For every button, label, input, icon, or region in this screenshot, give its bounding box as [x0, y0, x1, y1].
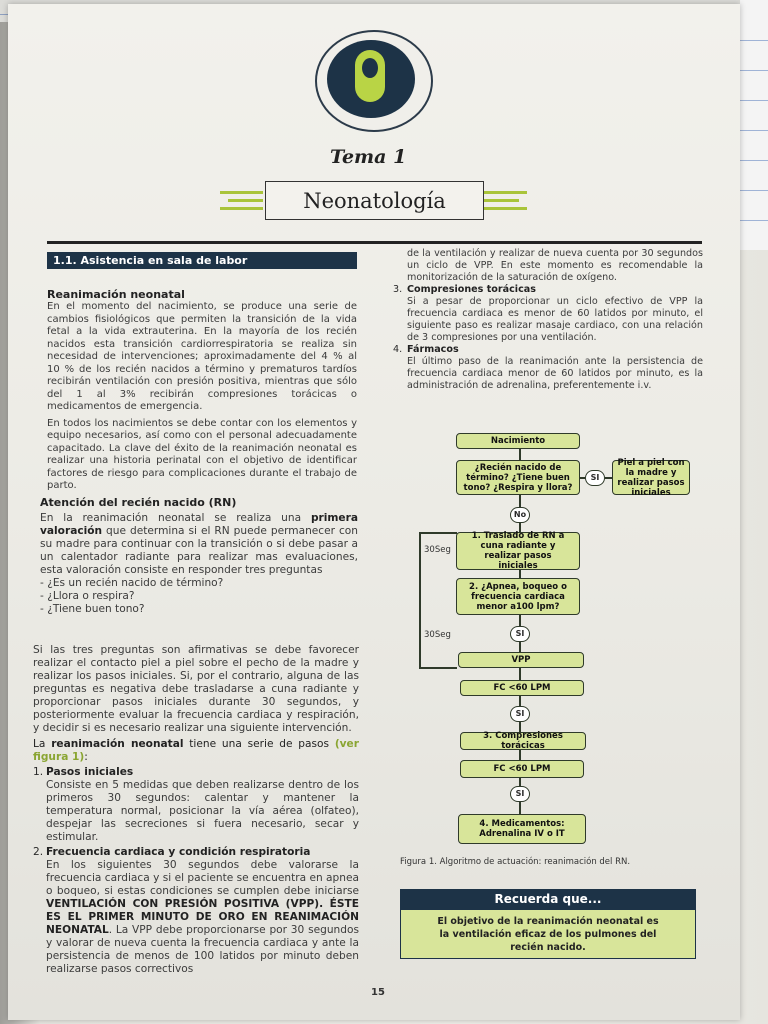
node-apnea: 2. ¿Apnea, boqueo o frecuencia cardiaca …	[456, 578, 580, 615]
header-rule	[47, 241, 702, 244]
section-heading: 1.1. Asistencia en sala de labor	[47, 252, 357, 269]
label-30seg: 30Seg	[424, 630, 451, 640]
left-column-2: Atención del recién nacido (RN) En la re…	[40, 496, 358, 616]
node-si: SI	[585, 470, 605, 486]
book-page	[8, 4, 740, 1020]
paragraph: En el momento del nacimiento, se produce…	[47, 301, 357, 412]
list-item: 2. Frecuencia cardiaca y condición respi…	[33, 846, 359, 975]
chapter-title: Neonatología	[265, 181, 484, 220]
page-number: 15	[371, 987, 385, 998]
decor-dash	[484, 207, 527, 210]
node-piel-a-piel: Piel a piel con la madre y realizar paso…	[612, 458, 690, 498]
left-column-3: Si las tres preguntas son afirmativas se…	[33, 644, 359, 976]
left-column: Reanimación neonatal En el momento del n…	[47, 288, 357, 493]
paragraph: En la reanimación neonatal se realiza un…	[40, 512, 358, 576]
decor-dash	[220, 191, 263, 194]
recuerda-text: El objetivo de la reanimación neonatal e…	[400, 909, 696, 959]
paragraph: de la ventilación y realizar de nueva cu…	[407, 248, 703, 283]
paragraph: La reanimación neonatal tiene una serie …	[33, 738, 359, 763]
decor-dash	[220, 207, 263, 210]
right-column: de la ventilación y realizar de nueva cu…	[393, 248, 703, 392]
decor-dash	[484, 199, 519, 202]
paragraph: Si las tres preguntas son afirmativas se…	[33, 644, 359, 734]
node-preguntas: ¿Recién nacido de término? ¿Tiene buen t…	[456, 460, 580, 495]
subheading-reanimacion: Reanimación neonatal	[47, 288, 185, 301]
question-1: - ¿Es un recién nacido de término?	[40, 577, 224, 589]
node-si: SI	[510, 786, 530, 802]
background-notebook	[740, 0, 768, 250]
node-vpp: VPP	[458, 652, 584, 668]
node-nacimiento: Nacimiento	[456, 433, 580, 449]
node-traslado: 1. Traslado de RN a cuna radiante y real…	[456, 531, 580, 571]
paragraph: En todos los nacimientos se debe contar …	[47, 417, 357, 492]
baby-icon-face	[362, 58, 378, 78]
node-medicamentos: 4. Medicamentos:Adrenalina IV o IT	[458, 814, 586, 844]
node-si: SI	[510, 626, 530, 642]
node-fc: FC <60 LPM	[460, 680, 584, 696]
decor-dash	[228, 199, 263, 202]
node-no: No	[510, 507, 530, 523]
node-si: SI	[510, 706, 530, 722]
subheading-atencion: Atención del recién nacido (RN)	[40, 496, 237, 509]
node-compresiones: 3. Compresiones torácicas	[460, 731, 586, 751]
figure-caption: Figura 1. Algoritmo de actuación: reanim…	[400, 857, 631, 867]
decor-dash	[484, 191, 527, 194]
node-fc: FC <60 LPM	[460, 760, 584, 778]
question-2: - ¿Llora o respira?	[40, 590, 135, 602]
question-3: - ¿Tiene buen tono?	[40, 603, 145, 615]
chapter-number: Tema 1	[330, 146, 407, 168]
label-30seg: 30Seg	[424, 545, 451, 555]
recuerda-title: Recuerda que...	[400, 889, 696, 909]
